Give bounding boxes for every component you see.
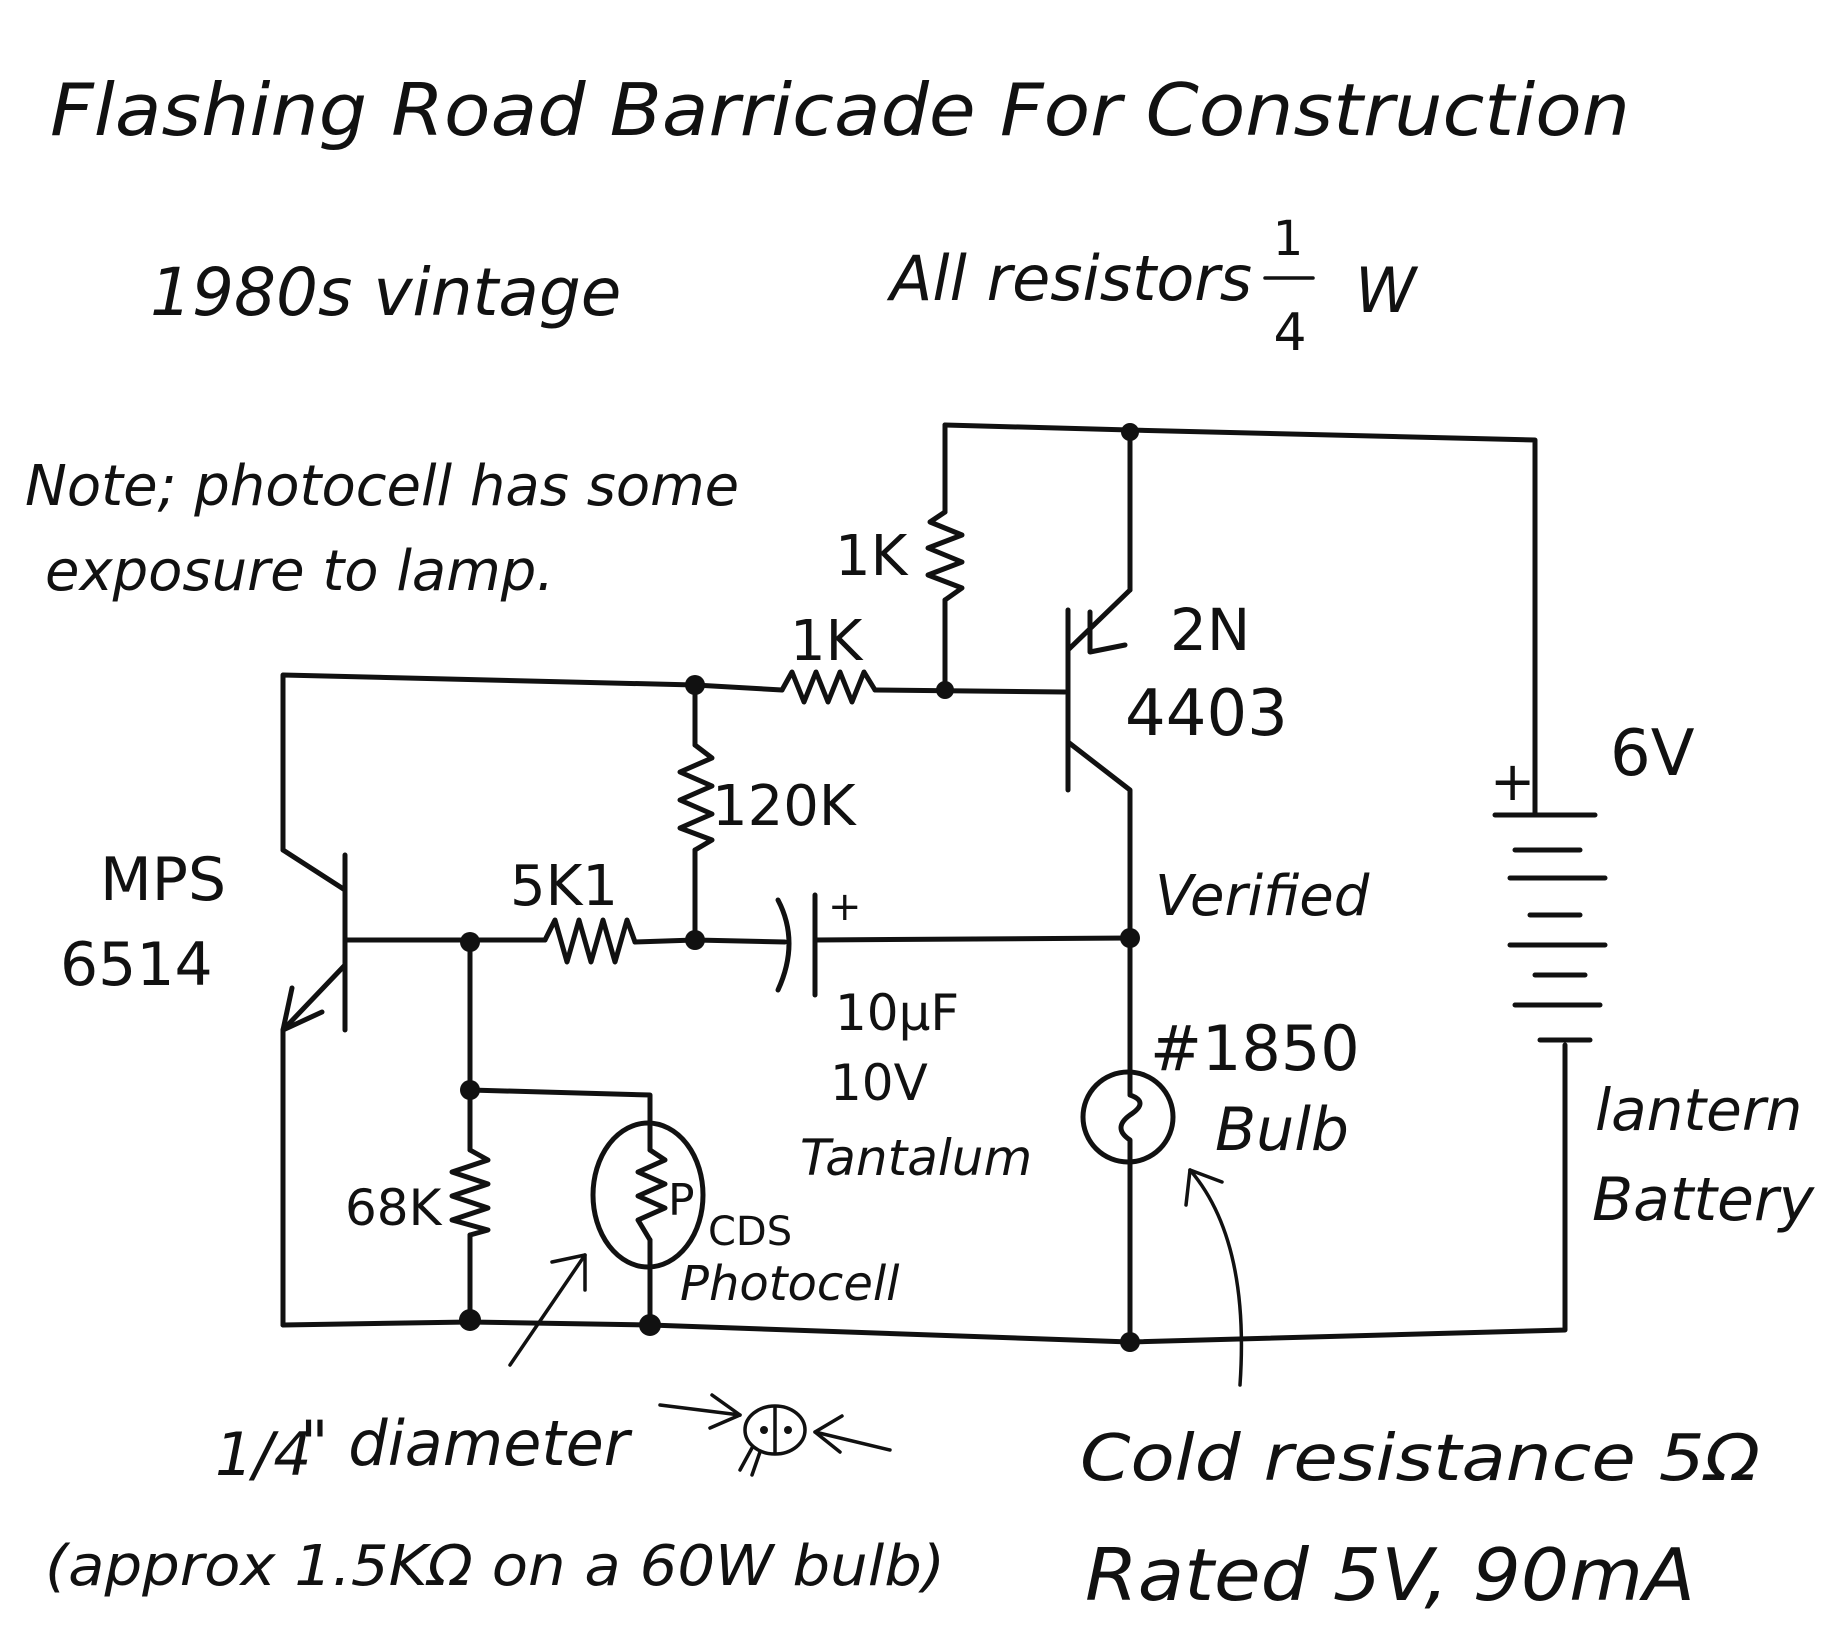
resistor-rating-label: All resistors [886,242,1252,315]
resistor-1k-base [779,669,878,705]
note-line-1: Note; photocell has some [25,454,739,519]
junction-dot-photocell-top [460,1080,480,1100]
photocell-resistor [635,1147,668,1243]
r-base-left-lead [692,682,785,693]
bulb-filament [1118,1067,1143,1168]
junction-dot-120k-bottom [685,930,705,950]
resistor-120k [677,742,715,853]
photocell-pointer-arrow [508,1253,587,1367]
junction-dot-top-rail [1121,423,1139,441]
note-line-2: exposure to lamp. [45,539,554,604]
resistor-68k [449,1147,491,1238]
sketch-left-arrowhead [708,1393,742,1430]
q2-emitter-arrow [1087,609,1128,655]
photocell-size-label: " diameter [300,1407,633,1480]
label-verified: Verified [1155,864,1370,929]
bulb-pointer-arrowhead [1184,1168,1224,1207]
label-battery-voltage: 6V [1610,717,1695,791]
r-series-right-lead [632,937,698,945]
r-base-right-lead [872,687,1068,695]
label-cap-line1: 10μF [835,984,959,1042]
upper-left-wire [280,672,698,853]
junction-dot-68k-bottom [459,1309,481,1331]
q2-collector-wire [1065,739,1133,1073]
resistor-5k1 [542,917,638,965]
q2-emitter-lead [1065,587,1133,653]
label-r-mid: 120K [712,774,857,839]
q1-emitter-lead [280,962,348,1033]
sketch-left-arrow [658,1403,742,1417]
label-cap-plus: + [828,884,862,930]
label-r-top: 1K [835,524,909,589]
photocell-sketch-lead-2 [750,1450,762,1477]
label-cap-line3: Tantalum [800,1129,1032,1187]
label-battery-line1: lantern [1595,1076,1802,1144]
junction-dot-q1-base [460,932,480,952]
photocell-resistance-note: (approx 1.5KΩ on a 60W bulb) [45,1534,945,1599]
label-q1-line2: 6514 [60,930,213,1000]
label-battery-line2: Battery [1592,1165,1816,1235]
label-cap-line2: 10V [830,1054,928,1112]
photocell-top-wire [467,1087,653,1153]
resistor-1k-top [925,509,965,603]
photocell-size-fraction: 1/4 [215,1420,312,1490]
q1-collector-lead [280,847,348,893]
label-bulb-line2: Bulb [1215,1095,1349,1165]
q1-emitter-arrow [280,985,325,1033]
label-r-bottom: 68K [345,1179,443,1237]
label-bulb-line1: #1850 [1150,1012,1360,1085]
bulb-rating-note: Rated 5V, 90mA [1085,1533,1695,1617]
photocell-sketch-lead-1 [738,1446,754,1472]
label-photocell-line1: CDS [708,1209,792,1255]
power-fraction-numerator: 1 [1273,211,1304,267]
sketch-right-arrowhead [813,1414,844,1454]
junction-dot-cap-collector [1120,928,1140,948]
label-r-base: 1K [790,609,864,674]
photocell-sketch-icon [743,1404,807,1456]
junction-dot-base-node [936,681,954,699]
junction-dot-120k-top [685,675,705,695]
diagram-title: Flashing Road Barricade For Construction [50,68,1630,152]
label-q2-line2: 4403 [1125,677,1288,751]
photocell-sketch-dot-left [760,1426,768,1434]
power-fraction-denominator: 4 [1273,303,1306,363]
label-r-series: 5K1 [510,854,618,919]
label-battery-plus: + [1490,750,1535,813]
cap-right-lead [812,935,1133,943]
junction-dot-photocell-bottom [639,1314,661,1336]
top-rail-wire [942,422,1538,818]
bottom-rail-wire [280,1042,1568,1345]
sketch-right-arrow [813,1430,892,1452]
vintage-label: 1980s vintage [150,254,621,331]
label-photocell-symbol: P [668,1175,695,1226]
photocell-sketch-dot-right [784,1426,792,1434]
bulb-pointer-arrow [1188,1168,1244,1387]
photocell-body [590,1120,706,1270]
label-q2-line1: 2N [1170,596,1250,664]
bulb-cold-resistance-note: Cold resistance 5Ω [1080,1422,1760,1496]
photocell-pointer-arrowhead [550,1253,587,1292]
label-photocell-line2: Photocell [680,1256,900,1312]
cap-left-lead [692,937,788,945]
power-unit-label: W [1355,254,1419,327]
label-q1-line1: MPS [100,845,226,915]
junction-dot-bulb-bottom [1120,1332,1140,1352]
cap-curved-plate [775,897,792,993]
